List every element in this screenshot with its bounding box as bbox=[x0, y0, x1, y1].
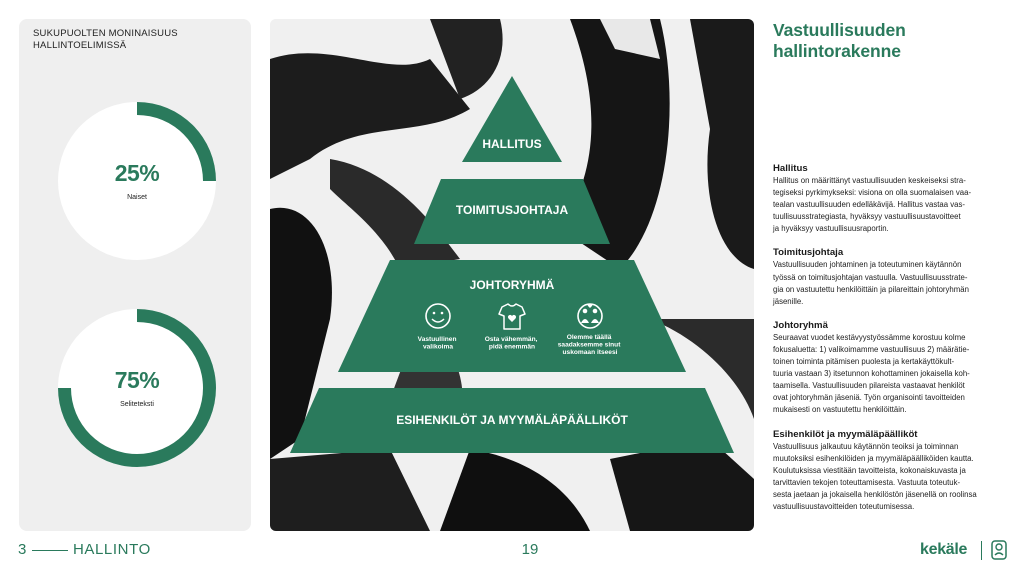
section-heading: Johtoryhmä bbox=[773, 319, 828, 331]
page-title: Vastuullisuuden hallintorakenne bbox=[773, 20, 973, 62]
icon-caption-line: Olemme täällä bbox=[567, 334, 612, 341]
donut-ring bbox=[58, 102, 216, 260]
body-line: tuullisuusstrategiasta, hyväksyy vastuul… bbox=[773, 212, 961, 222]
pyramid-level-hallitus bbox=[462, 76, 562, 162]
donut-value: 25% bbox=[114, 160, 160, 186]
title-line: Vastuullisuuden bbox=[773, 20, 906, 40]
body-line: toinen toiminta pitämisen puolesta ja ke… bbox=[773, 357, 955, 367]
body-line: mukaisesti on vastuutettu henkilöittäin. bbox=[773, 405, 907, 415]
body-line: jäsenille. bbox=[773, 296, 804, 306]
icon-caption-olemme: Olemme täällä saadaksemme sinut uskomaan… bbox=[558, 334, 623, 356]
donut-chart-women: 25% Naiset bbox=[58, 102, 216, 260]
pyramid-label-toimitusjohtaja: TOIMITUSJOHTAJA bbox=[456, 203, 569, 217]
body-line: gia on vastuutettu henkilöittäin ja pila… bbox=[773, 284, 969, 294]
title-line: hallintorakenne bbox=[773, 41, 901, 61]
icon-caption-line: Vastuullinen bbox=[418, 336, 457, 343]
section-johtoryhma: Johtoryhmä Seuraavat vuodet kestävyystyö… bbox=[773, 320, 1009, 417]
pyramid-level-esihenkilot bbox=[290, 388, 734, 453]
section-body: Vastuullisuus jalkautuu käytännön teoiks… bbox=[773, 441, 1009, 514]
pyramid-diagram: HALLITUS TOIMITUSJOHTAJA JOHTORYHMÄ ESIH… bbox=[270, 19, 754, 531]
section-esihenkilot: Esihenkilöt ja myymäläpäälliköt Vastuull… bbox=[773, 429, 1009, 514]
body-line: Vastuullisuuden johtaminen ja toteutumin… bbox=[773, 260, 962, 270]
background-photo: HALLITUS TOIMITUSJOHTAJA JOHTORYHMÄ ESIH… bbox=[270, 19, 754, 531]
section-heading: Hallitus bbox=[773, 163, 808, 174]
smiley-icon bbox=[425, 303, 451, 329]
body-line: ovat johtoryhmän jäseniä. Työn organisoi… bbox=[773, 393, 965, 403]
icon-caption-valikoima: Vastuullinen valikoima bbox=[418, 336, 459, 351]
icon-caption-osta: Osta vähemmän, pidä enemmän bbox=[485, 336, 540, 351]
pyramid-label-hallitus: HALLITUS bbox=[482, 137, 541, 151]
section-body: Vastuullisuuden johtaminen ja toteutumin… bbox=[773, 259, 1009, 307]
body-line: tegiseksi pyrkimykseksi: visiona on olla… bbox=[773, 188, 972, 198]
body-line: fokusaluetta: 1) valikoimamme vastuullis… bbox=[773, 344, 970, 354]
logo-divider bbox=[981, 541, 982, 560]
panel-title: SUKUPUOLTEN MONINAISUUS HALLINTOELIMISSÄ bbox=[33, 28, 178, 51]
gender-diversity-panel: SUKUPUOLTEN MONINAISUUS HALLINTOELIMISSÄ… bbox=[19, 19, 251, 531]
body-line: Hallitus on määrittänyt vastuullisuuden … bbox=[773, 176, 966, 185]
text-sections: Hallitus Hallitus on määrittänyt vastuul… bbox=[773, 163, 1009, 525]
body-line: tarvittavien tekojen toteuttamisesta. Va… bbox=[773, 477, 961, 487]
donut-arc-women bbox=[137, 102, 216, 181]
chapter-number: 3 bbox=[18, 541, 27, 558]
section-body: Seuraavat vuodet kestävyystyössämme koro… bbox=[773, 332, 1009, 417]
page-number: 19 bbox=[521, 541, 539, 558]
section-body: Hallitus on määrittänyt vastuullisuuden … bbox=[773, 175, 1009, 235]
pyramid-label-esihenkilot: ESIHENKILÖT JA MYYMÄLÄPÄÄLLIKÖT bbox=[396, 412, 628, 427]
icon-caption-line: pidä enemmän bbox=[489, 344, 535, 351]
body-line: tuuria vastaan 3) itsetunnon kohottamine… bbox=[773, 369, 970, 379]
icon-caption-line: Osta vähemmän, bbox=[485, 336, 538, 343]
section-heading: Esihenkilöt ja myymäläpäälliköt bbox=[773, 428, 918, 440]
body-line: Seuraavat vuodet kestävyystyössämme koro… bbox=[773, 332, 966, 342]
body-line: ja hyväksyy vastuullisuusraportin. bbox=[773, 224, 889, 234]
chapter-divider bbox=[31, 549, 68, 551]
chapter-name: HALLINTO bbox=[72, 541, 151, 558]
icon-caption-line: uskomaan itseesi bbox=[563, 349, 618, 356]
donut-label: Naiset bbox=[127, 194, 147, 201]
donut-value: 75% bbox=[114, 367, 160, 393]
icon-caption-line: valikoima bbox=[423, 344, 453, 351]
shirt-heart-icon bbox=[498, 303, 526, 330]
body-line: tealan vastuullisuuden edelläkävijä. Hal… bbox=[773, 200, 965, 210]
donut-label: Seliteteksti bbox=[120, 401, 154, 408]
body-line: vastuullisuustavoitteiden toteutumisessa… bbox=[773, 501, 915, 511]
donut-ring bbox=[58, 309, 216, 467]
pyramid-label-johtoryhma: JOHTORYHMÄ bbox=[470, 277, 555, 292]
body-line: Koulutuksissa viestitään tavoitteista, k… bbox=[773, 465, 966, 475]
pyramid-level-toimitusjohtaja bbox=[414, 179, 610, 244]
icon-caption-line: saadaksemme sinut bbox=[558, 342, 621, 349]
people-heart-icon bbox=[577, 303, 603, 329]
body-line: Vastuullisuus jalkautuu käytännön teoiks… bbox=[773, 441, 959, 451]
section-hallitus: Hallitus Hallitus on määrittänyt vastuul… bbox=[773, 163, 1009, 235]
body-line: muutoksiksi esihenkilöiden ja myymäläpää… bbox=[773, 453, 974, 463]
brand-logo: kekäle bbox=[920, 541, 968, 558]
emblem-icon bbox=[991, 540, 1007, 560]
body-line: sesta jaetaan ja jokaisella henkilöstön … bbox=[773, 489, 977, 499]
section-heading: Toimitusjohtaja bbox=[773, 247, 844, 259]
body-line: taamisella. Vastuullisuuden pilareista v… bbox=[773, 381, 965, 391]
section-toimitusjohtaja: Toimitusjohtaja Vastuullisuuden johtamin… bbox=[773, 247, 1009, 307]
chapter-indicator: 3 HALLINTO bbox=[18, 541, 151, 558]
donut-chart-other: 75% Seliteteksti bbox=[58, 309, 216, 467]
body-line: työssä on toimitusjohtajan vastuulla. Va… bbox=[773, 272, 968, 282]
